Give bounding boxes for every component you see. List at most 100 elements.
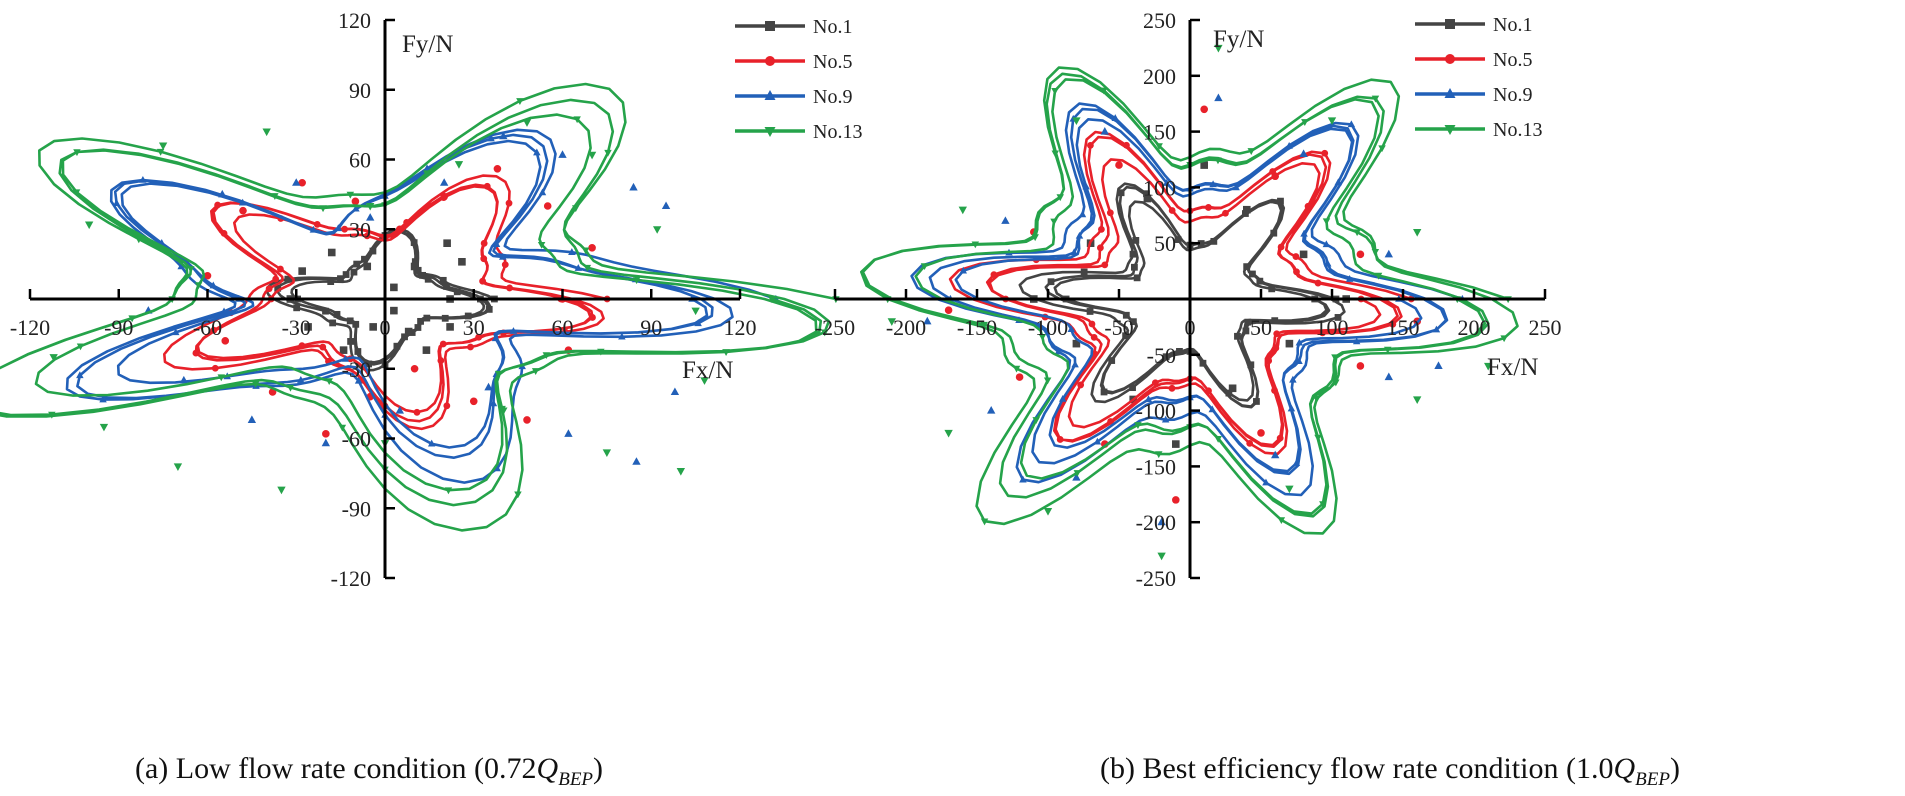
data-point	[676, 468, 686, 476]
y-tick-label: -150	[1136, 454, 1176, 479]
series-marker	[1168, 207, 1176, 214]
series-marker	[980, 321, 988, 329]
series-marker	[568, 248, 576, 255]
series-marker	[485, 305, 493, 313]
series-marker	[573, 116, 581, 124]
data-point	[1214, 93, 1223, 102]
series-marker	[341, 225, 348, 233]
data-point	[410, 364, 419, 373]
legend-label: No.5	[1493, 49, 1532, 71]
series-marker	[509, 327, 518, 334]
data-point	[887, 318, 896, 326]
series-marker	[363, 232, 371, 240]
series-marker	[423, 314, 431, 322]
series-marker	[209, 281, 218, 289]
series-marker	[1133, 274, 1141, 282]
series-marker	[194, 282, 203, 289]
series-marker	[1289, 375, 1297, 383]
series-marker	[492, 240, 501, 247]
series-marker	[1067, 325, 1076, 333]
series-marker	[329, 319, 337, 327]
series-marker	[1088, 320, 1096, 328]
series-marker	[1314, 279, 1322, 287]
series-marker	[479, 277, 486, 285]
y-tick-label: 150	[1143, 120, 1176, 145]
series-marker	[1222, 209, 1229, 217]
series-marker	[480, 255, 488, 263]
series-marker	[1208, 405, 1217, 413]
series-marker	[1051, 150, 1059, 158]
series-marker	[632, 277, 641, 285]
series-marker	[322, 307, 329, 315]
data-point	[369, 323, 377, 331]
legend-marker	[764, 90, 776, 100]
series-marker	[1071, 360, 1079, 368]
y-tick-label: -100	[1136, 399, 1176, 424]
series-marker	[128, 315, 136, 323]
series-marker	[589, 314, 596, 321]
data-point	[404, 327, 413, 336]
series-marker	[821, 329, 829, 337]
series-marker	[1197, 240, 1205, 247]
series-marker	[1205, 387, 1212, 395]
data-point	[1257, 429, 1265, 437]
series-marker	[1256, 277, 1264, 285]
series-marker	[1214, 435, 1222, 443]
y-tick-label: -250	[1136, 566, 1176, 591]
series-marker	[1332, 379, 1340, 387]
data-point	[298, 267, 306, 275]
data-point	[1356, 250, 1365, 259]
data-point	[1200, 161, 1208, 169]
series-marker	[1047, 278, 1055, 286]
x-tick-label: -250	[815, 315, 855, 340]
series-marker	[1099, 87, 1108, 95]
series-marker	[531, 368, 540, 375]
series-marker	[413, 408, 421, 416]
series-marker	[439, 340, 447, 348]
data-point	[1214, 44, 1223, 53]
data-point	[1100, 127, 1109, 135]
series-marker	[1056, 194, 1064, 202]
series-marker	[1500, 335, 1508, 343]
y-axis-title: Fy/N	[402, 31, 453, 58]
series-marker	[1253, 398, 1260, 405]
series-marker	[467, 343, 474, 351]
series-marker	[1321, 149, 1329, 157]
data-point	[1413, 229, 1422, 237]
data-point	[944, 306, 953, 314]
series-marker	[453, 288, 461, 296]
series-marker	[1209, 180, 1217, 188]
series-marker	[538, 188, 547, 196]
data-point	[987, 406, 996, 414]
caption-a: (a) Low flow rate condition (0.72QBEP)	[135, 752, 603, 791]
data-point	[304, 323, 312, 331]
data-point	[339, 346, 348, 354]
series-marker	[1129, 318, 1137, 326]
series-marker	[1078, 210, 1087, 218]
series-marker	[1162, 179, 1171, 186]
series-marker	[618, 332, 626, 340]
series-marker	[1161, 415, 1170, 423]
x-axis-title: Fx/N	[1487, 354, 1538, 381]
series-marker	[337, 275, 344, 283]
data-point	[1299, 149, 1308, 157]
x-tick-label: 0	[1185, 315, 1196, 340]
series-marker	[76, 343, 85, 351]
data-point	[1271, 172, 1280, 181]
data-point	[543, 202, 552, 210]
x-tick-label: -30	[282, 315, 311, 340]
y-tick-label: -90	[342, 496, 371, 521]
series-marker	[187, 266, 195, 273]
series-marker	[437, 357, 445, 364]
series-marker	[1032, 417, 1040, 424]
data-point	[390, 283, 398, 292]
series-marker	[501, 261, 509, 269]
series-marker	[1075, 231, 1084, 239]
series-marker	[99, 395, 107, 403]
series-marker	[76, 371, 84, 379]
series-marker	[272, 275, 280, 283]
series-marker	[1070, 248, 1078, 256]
data-point	[173, 463, 183, 471]
